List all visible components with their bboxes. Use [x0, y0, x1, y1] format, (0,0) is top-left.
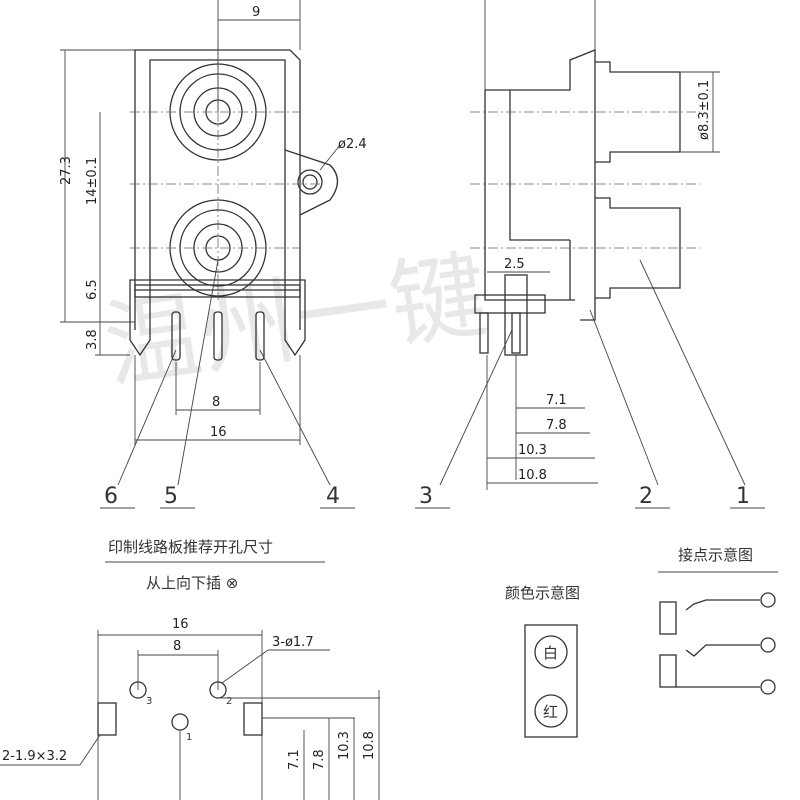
callout-4: 4 [326, 484, 340, 509]
dim-label-hole: ø2.4 [338, 137, 367, 152]
callout-2: 2 [639, 484, 653, 509]
front-base [134, 284, 301, 298]
leader-hole [319, 144, 341, 171]
contact-block-top [659, 601, 677, 635]
callout-5: 5 [164, 484, 178, 509]
side-pin-1 [479, 312, 489, 354]
callout-3: 3 [419, 484, 433, 509]
side-view: ø8.3±0.1 2.5 7.1 7.8 10.3 10.8 3 2 1 [415, 0, 765, 509]
pcb-slot-right [243, 702, 263, 736]
dim-label-16: 16 [210, 425, 227, 440]
dim-label-7-1: 7.1 [546, 393, 567, 408]
leader-4 [259, 349, 331, 486]
front-tab-left [129, 279, 151, 357]
color-legend-box [524, 624, 578, 738]
front-pin-2 [213, 311, 223, 361]
leader-3 [439, 329, 513, 486]
watermark: 温州一键 [98, 238, 494, 402]
leader-5 [177, 259, 219, 486]
dim-label-10-8: 10.8 [518, 468, 547, 483]
front-mount-hole [302, 174, 318, 190]
watermark-text: 温州一键 [98, 238, 494, 402]
dim-label-pcb-holes: 3-ø1.7 [272, 635, 314, 650]
side-body-lower [484, 90, 575, 301]
dim-label-14: 14±0.1 [85, 157, 100, 205]
front-pin-1 [171, 311, 181, 361]
side-jack-bottom [595, 197, 681, 299]
contact-terminal-3 [760, 679, 776, 695]
callout-1: 1 [736, 484, 750, 509]
front-pin-3 [255, 311, 265, 361]
dim-label-pcb-8: 8 [173, 639, 181, 654]
dim-label-pcb-10-3: 10.3 [337, 731, 352, 760]
pcb-hole-label-1: 1 [186, 732, 192, 743]
leader-pcb-holes [221, 649, 269, 684]
pcb-layout: 印制线路板推荐开孔尺寸 从上向下插 ⊗ 16 8 3 2 1 3-ø1.7 2-… [0, 538, 380, 800]
callout-6: 6 [104, 484, 118, 509]
leader-2 [589, 309, 659, 486]
contact-terminal-2 [760, 637, 776, 653]
color-label-red: 红 [543, 703, 558, 721]
pcb-hole-1 [171, 713, 189, 731]
side-jack-top [595, 61, 681, 163]
pcb-subtitle: 从上向下插 ⊗ [146, 574, 238, 592]
side-body-outline [485, 49, 596, 321]
color-red-marker [534, 694, 568, 728]
front-mount-ear [284, 149, 339, 216]
dim-label-6-5: 6.5 [85, 279, 100, 300]
leader-6 [117, 349, 177, 486]
contact-legend-title: 接点示意图 [678, 546, 753, 564]
side-body-inner [509, 90, 570, 241]
dim-label-3-8: 3.8 [85, 329, 100, 350]
contact-legend: 接点示意图 [658, 546, 778, 695]
pcb-hole-3 [129, 681, 147, 699]
dim-label-pcb-10-8: 10.8 [362, 731, 377, 760]
pcb-hole-label-3: 3 [146, 696, 152, 707]
contact-switch-1 [685, 599, 760, 611]
dim-label-pcb-7-8: 7.8 [312, 749, 327, 770]
dim-label-pcb-16: 16 [172, 617, 189, 632]
dim-label-10-3: 10.3 [518, 443, 547, 458]
contact-switch-2 [685, 644, 760, 657]
dim-label-8: 8 [212, 395, 220, 410]
side-pin-block [474, 294, 546, 314]
leader-1 [639, 259, 746, 486]
dim-label-pcb-slots: 2-1.9×3.2 [2, 749, 67, 764]
side-pin-housing [504, 274, 528, 356]
side-pin-2 [511, 312, 521, 354]
contact-block-bottom [659, 654, 677, 688]
color-label-white: 白 [543, 644, 558, 662]
front-tab-right [284, 279, 306, 357]
color-white-marker [534, 635, 568, 669]
pcb-title: 印制线路板推荐开孔尺寸 [108, 538, 273, 556]
pcb-slot-left [97, 702, 117, 736]
leader-pcb-slots [79, 734, 101, 766]
color-legend-title: 颜色示意图 [505, 584, 580, 602]
dim-label-2-5: 2.5 [504, 257, 525, 272]
pcb-hole-label-2: 2 [226, 696, 232, 707]
dim-label-9: 9 [252, 5, 260, 20]
color-legend: 颜色示意图 白 红 [505, 584, 580, 738]
dim-label-27-3: 27.3 [59, 156, 74, 185]
front-body-outline [134, 49, 301, 291]
dim-label-dia: ø8.3±0.1 [697, 80, 712, 140]
dim-label-7-8: 7.8 [546, 418, 567, 433]
front-mount-hole-outer [297, 169, 323, 195]
front-view: 9 27.3 14±0.1 6.5 3.8 ø2.4 8 16 [59, 0, 367, 509]
dim-label-pcb-7-1: 7.1 [287, 749, 302, 770]
contact-terminal-1 [760, 592, 776, 608]
